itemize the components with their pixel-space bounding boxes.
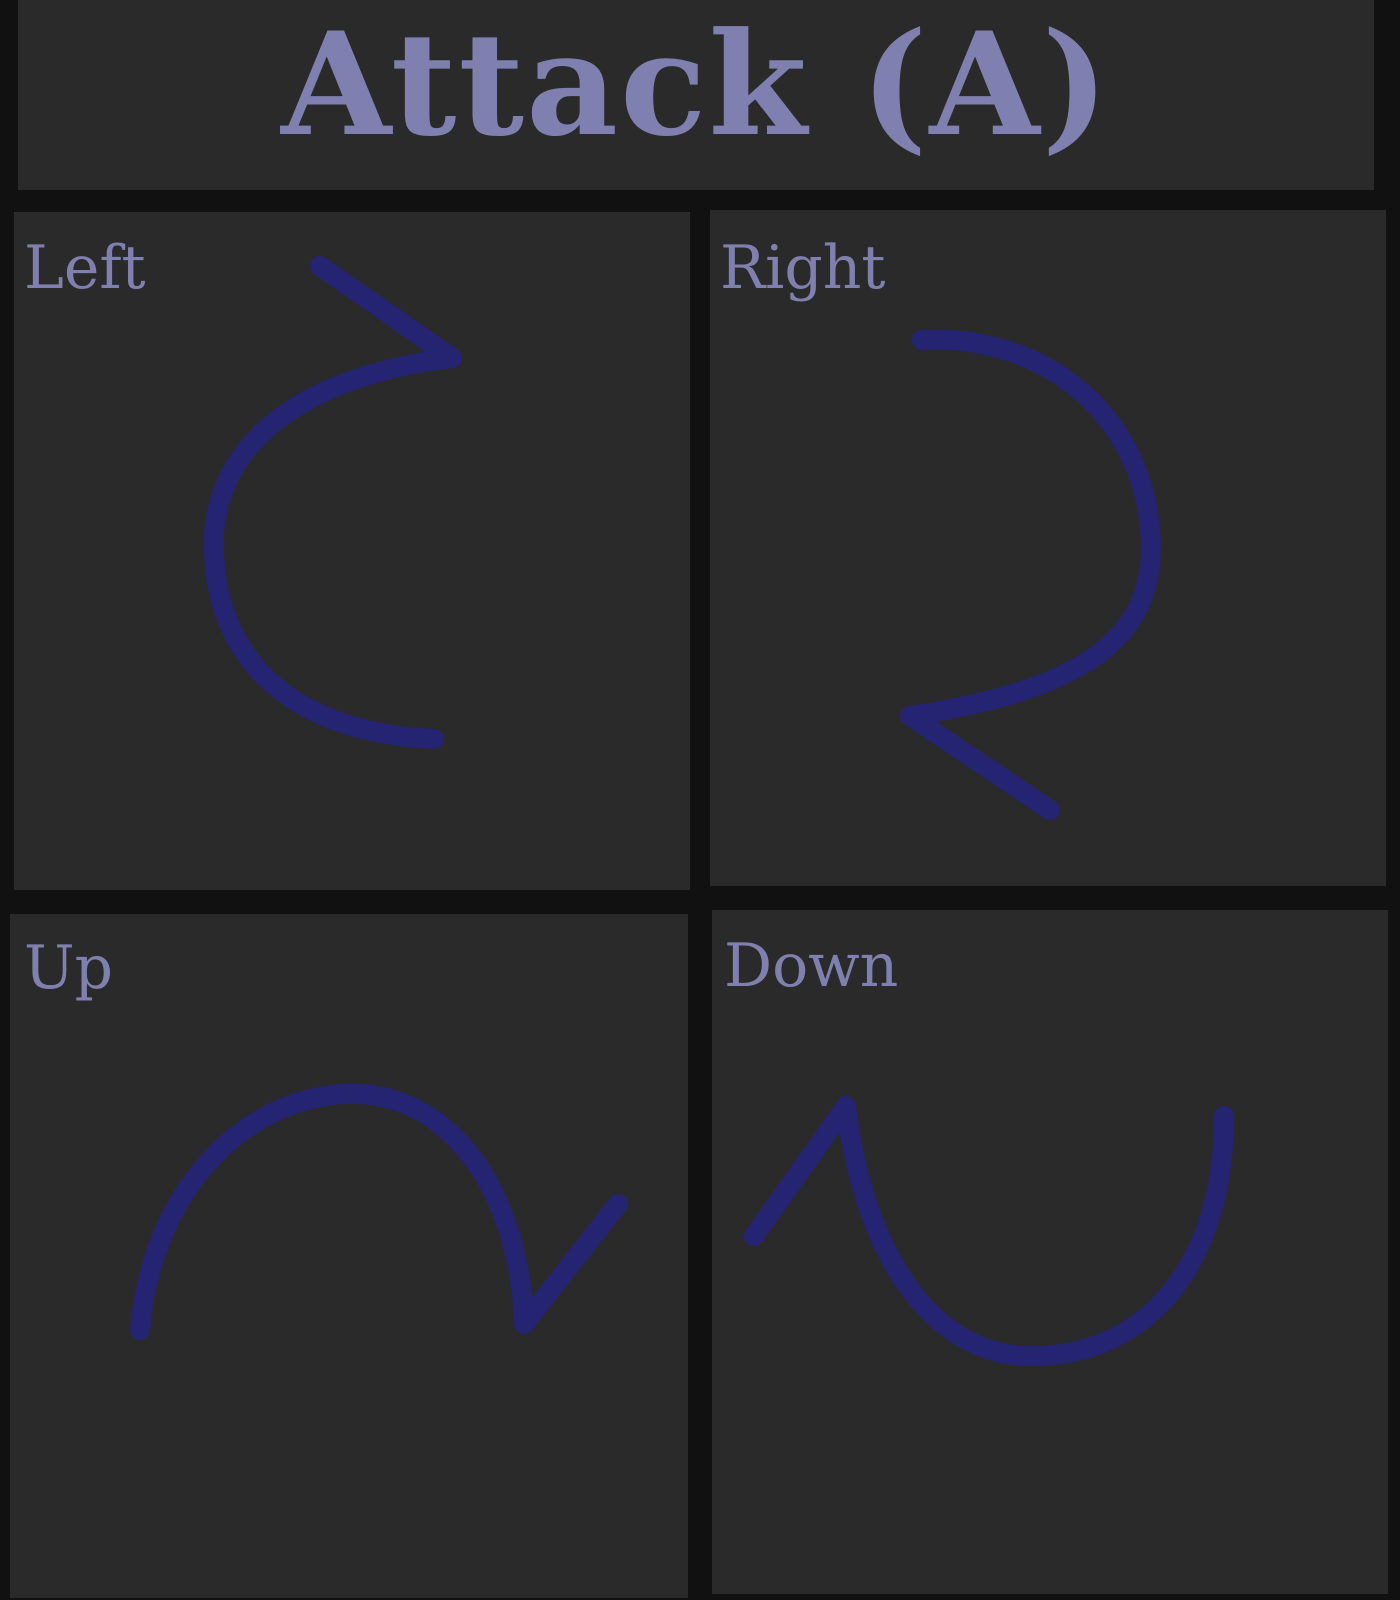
panel-label-down: Down: [724, 931, 899, 1001]
check-into-u-curve-icon: [744, 1096, 1234, 1367]
clockwise-arc-arrow-icon: [900, 329, 1161, 820]
gesture-panel-right: Right: [710, 210, 1386, 886]
gesture-panel-left: Left: [14, 212, 690, 890]
counterclockwise-arc-arrow-icon: [203, 256, 462, 749]
title-panel: Attack (A): [18, 0, 1374, 190]
gesture-panel-down: Down: [712, 910, 1388, 1594]
page-title: Attack (A): [281, 2, 1111, 168]
gesture-panel-up: Up: [10, 914, 688, 1598]
panel-label-left: Left: [24, 233, 146, 303]
panel-label-up: Up: [24, 933, 113, 1003]
arch-with-check-tail-icon: [130, 1083, 628, 1340]
panel-label-right: Right: [720, 233, 886, 303]
